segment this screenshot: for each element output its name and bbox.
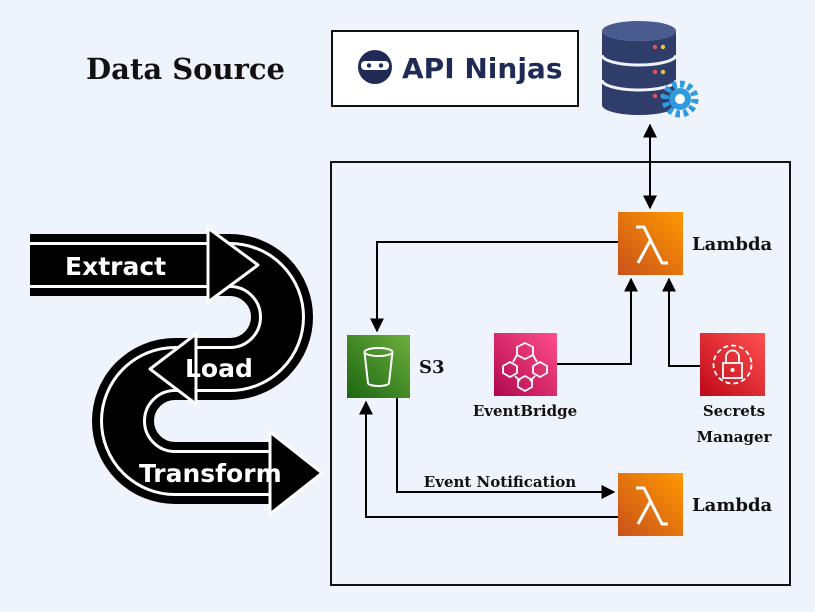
event-notification-label: Event Notification bbox=[424, 473, 576, 491]
etl-step-load: Load bbox=[185, 354, 253, 383]
lambda-bottom-label: Lambda bbox=[692, 495, 773, 516]
etl-step-extract: Extract bbox=[65, 252, 166, 281]
s3-node bbox=[347, 335, 410, 398]
edge-lambda-s3 bbox=[370, 241, 618, 333]
s3-label: S3 bbox=[419, 357, 445, 378]
lambda-top-node bbox=[618, 212, 683, 275]
lambda-top-label: Lambda bbox=[692, 234, 773, 255]
aws-container bbox=[330, 161, 791, 586]
load-arrowhead bbox=[148, 332, 198, 406]
extract-arrowhead bbox=[206, 226, 260, 304]
lambda-icon bbox=[618, 212, 683, 275]
s3-bucket-icon bbox=[347, 335, 410, 398]
transform-arrowhead bbox=[268, 430, 324, 516]
secrets-manager-label-line1: Secrets bbox=[703, 402, 765, 420]
data-source-heading: Data Source bbox=[86, 52, 285, 86]
etl-step-transform: Transform bbox=[139, 459, 282, 488]
ninja-icon bbox=[358, 50, 392, 84]
etl-process-graphic: Extract Load Transform bbox=[30, 226, 324, 516]
secrets-manager-label-line2: Manager bbox=[697, 428, 773, 446]
eventbridge-label: EventBridge bbox=[473, 402, 577, 420]
edge-eventbridge-lambda bbox=[557, 277, 638, 365]
edge-lambda-s3-return bbox=[359, 400, 618, 518]
api-ninjas-logo: API Ninjas bbox=[331, 30, 579, 107]
secrets-manager-icon bbox=[700, 333, 765, 396]
secrets-manager-node bbox=[700, 333, 765, 396]
lambda-bottom-node bbox=[618, 473, 683, 536]
edge-secrets-lambda bbox=[662, 277, 700, 367]
database-icon bbox=[600, 21, 699, 118]
edge-s3-event-notification bbox=[396, 398, 616, 499]
lambda-icon bbox=[618, 473, 683, 536]
eventbridge-node bbox=[494, 333, 557, 396]
gear-icon bbox=[661, 80, 699, 118]
api-ninjas-text: API Ninjas bbox=[402, 52, 562, 85]
